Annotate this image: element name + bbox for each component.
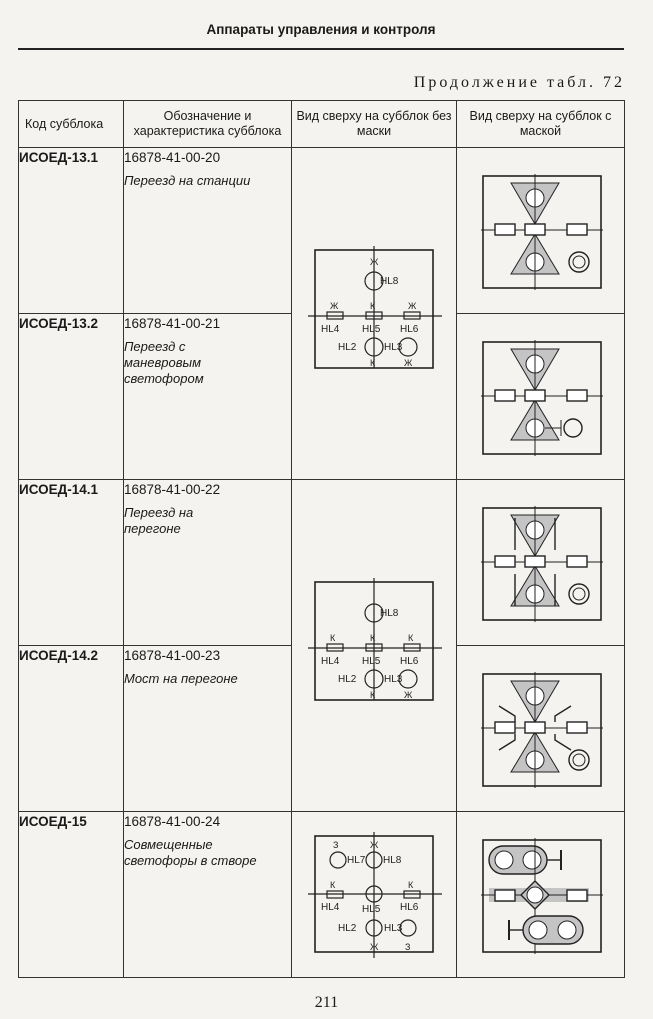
- subblock-description: Совмещенные светофоры в створе: [124, 837, 257, 868]
- hl4-label: HL4: [321, 324, 340, 335]
- designation-cell: 16878-41-00-24 Совмещенные светофоры в с…: [123, 811, 292, 978]
- color-mark-left: К: [330, 633, 336, 643]
- code-cell: ИСОЕД-14.2: [18, 645, 124, 812]
- unmasked-diagram-14: HL8 HL4 HL5 HL6 HL2 HL3 К К К К Ж: [308, 578, 442, 701]
- column-header-view-unmasked: Вид сверху на субблок без маски: [291, 100, 457, 148]
- hl6-label: HL6: [400, 656, 419, 667]
- table-header-row: Код субблока Обозначение и характеристик…: [18, 100, 625, 148]
- subblock-description: Переезд на перегоне: [124, 505, 194, 536]
- view-masked-cell: [456, 313, 625, 480]
- subblock-code: ИСОЕД-14.2: [19, 648, 99, 663]
- designation-cell: 16878-41-00-20 Переезд на станции: [123, 147, 292, 314]
- subblock-table: Код субблока Обозначение и характеристик…: [18, 100, 625, 978]
- color-mark-bottom: Ж: [370, 942, 379, 952]
- color-mark-top: Ж: [370, 840, 379, 850]
- hl2-label: HL2: [338, 674, 357, 685]
- code-cell: ИСОЕД-13.1: [18, 147, 124, 314]
- view-unmasked-cell: HL8 HL4 HL5 HL6 HL2 HL3 К К К К Ж: [291, 479, 457, 812]
- view-unmasked-cell: HL7 HL8 HL4 HL5 HL6 HL2 HL3 З Ж К К Ж: [291, 811, 457, 978]
- hl5-label: HL5: [362, 656, 381, 667]
- subblock-code: ИСОЕД-13.2: [19, 316, 99, 331]
- code-cell: ИСОЕД-14.1: [18, 479, 124, 646]
- view-unmasked-cell: HL8 HL4 HL5 HL6 HL2 HL3 Ж Ж К Ж К Ж: [291, 147, 457, 480]
- unmasked-diagram-13: HL8 HL4 HL5 HL6 HL2 HL3 Ж Ж К Ж К Ж: [308, 246, 442, 369]
- page-number: 211: [314, 994, 339, 1011]
- designation-cell: 16878-41-00-23 Мост на перегоне: [123, 645, 292, 812]
- subblock-code: ИСОЕД-15: [19, 814, 87, 829]
- hl4-label: HL4: [321, 656, 340, 667]
- subblock-number: 16878-41-00-20: [124, 150, 221, 165]
- hl4-label: HL4: [321, 902, 340, 913]
- table-continuation-label: Продолжение табл. 72: [413, 74, 625, 91]
- table-row: ИСОЕД-14.2 16878-41-00-23 Мост на перего…: [18, 645, 625, 812]
- color-mark-bottom-right: Ж: [404, 358, 413, 368]
- hl3-label: HL3: [384, 923, 403, 934]
- view-masked-cell: [456, 479, 625, 646]
- table-row: ИСОЕД-13.1 16878-41-00-20 Переезд на ста…: [18, 147, 625, 480]
- code-cell: ИСОЕД-15: [18, 811, 124, 978]
- color-mark-bottom-right: З: [405, 942, 410, 952]
- subblock-code: ИСОЕД-14.1: [19, 482, 99, 497]
- color-mark-center: К: [370, 301, 376, 311]
- subblock-number: 16878-41-00-23: [124, 648, 221, 663]
- hl5-label: HL5: [362, 904, 381, 915]
- view-masked-cell: [456, 147, 625, 314]
- subblock-description: Переезд с маневровым светофором: [124, 339, 204, 386]
- masked-diagram-13-2: [481, 340, 603, 456]
- color-mark-bottom: К: [370, 690, 376, 700]
- color-mark-center: К: [370, 633, 376, 643]
- subblock-number: 16878-41-00-21: [124, 316, 221, 331]
- hl8-label: HL8: [380, 608, 399, 619]
- hl6-label: HL6: [400, 324, 419, 335]
- column-header-view-masked: Вид сверху на субблок с маской: [456, 100, 625, 148]
- color-mark-left: К: [330, 880, 336, 890]
- hl8-label: HL8: [380, 276, 399, 287]
- column-header-code: Код субблока: [18, 100, 124, 148]
- subblock-number: 16878-41-00-24: [124, 814, 221, 829]
- hl7-label: HL7: [347, 855, 366, 866]
- table-row: ИСОЕД-15 16878-41-00-24 Совмещенные свет…: [18, 811, 625, 978]
- subblock-code: ИСОЕД-13.1: [19, 150, 99, 165]
- hl3-label: HL3: [384, 342, 403, 353]
- color-mark-bottom: К: [370, 358, 376, 368]
- color-mark-bottom-right: Ж: [404, 690, 413, 700]
- subblock-number: 16878-41-00-22: [124, 482, 221, 497]
- hl8-label: HL8: [383, 855, 402, 866]
- hl2-label: HL2: [338, 342, 357, 353]
- color-mark-left: Ж: [330, 301, 339, 311]
- masked-diagram-14-1: [481, 506, 603, 622]
- color-mark-right: К: [408, 880, 414, 890]
- table-row: ИСОЕД-14.1 16878-41-00-22 Переезд на пер…: [18, 479, 625, 812]
- masked-diagram-14-2: [481, 672, 603, 788]
- color-mark-top: Ж: [370, 257, 379, 267]
- view-masked-cell: [456, 645, 625, 812]
- masked-diagram-15: [481, 838, 603, 954]
- designation-cell: 16878-41-00-22 Переезд на перегоне: [123, 479, 292, 646]
- subblock-description: Переезд на станции: [124, 173, 251, 188]
- running-header: Аппараты управления и контроля: [206, 22, 436, 37]
- hl6-label: HL6: [400, 902, 419, 913]
- view-masked-cell: [456, 811, 625, 978]
- masked-diagram-13-1: [481, 174, 603, 290]
- hl5-label: HL5: [362, 324, 381, 335]
- hl2-label: HL2: [338, 923, 357, 934]
- header-rule: [18, 48, 624, 50]
- hl3-label: HL3: [384, 674, 403, 685]
- column-header-designation: Обозначение и характеристика субблока: [123, 100, 292, 148]
- subblock-description: Мост на перегоне: [124, 671, 238, 686]
- color-mark-right: К: [408, 633, 414, 643]
- color-mark-top-left: З: [333, 840, 338, 850]
- code-cell: ИСОЕД-13.2: [18, 313, 124, 480]
- unmasked-diagram-15: HL7 HL8 HL4 HL5 HL6 HL2 HL3 З Ж К К Ж: [308, 832, 442, 958]
- color-mark-right: Ж: [408, 301, 417, 311]
- table-row: ИСОЕД-13.2 16878-41-00-21 Переезд с мане…: [18, 313, 625, 480]
- designation-cell: 16878-41-00-21 Переезд с маневровым свет…: [123, 313, 292, 480]
